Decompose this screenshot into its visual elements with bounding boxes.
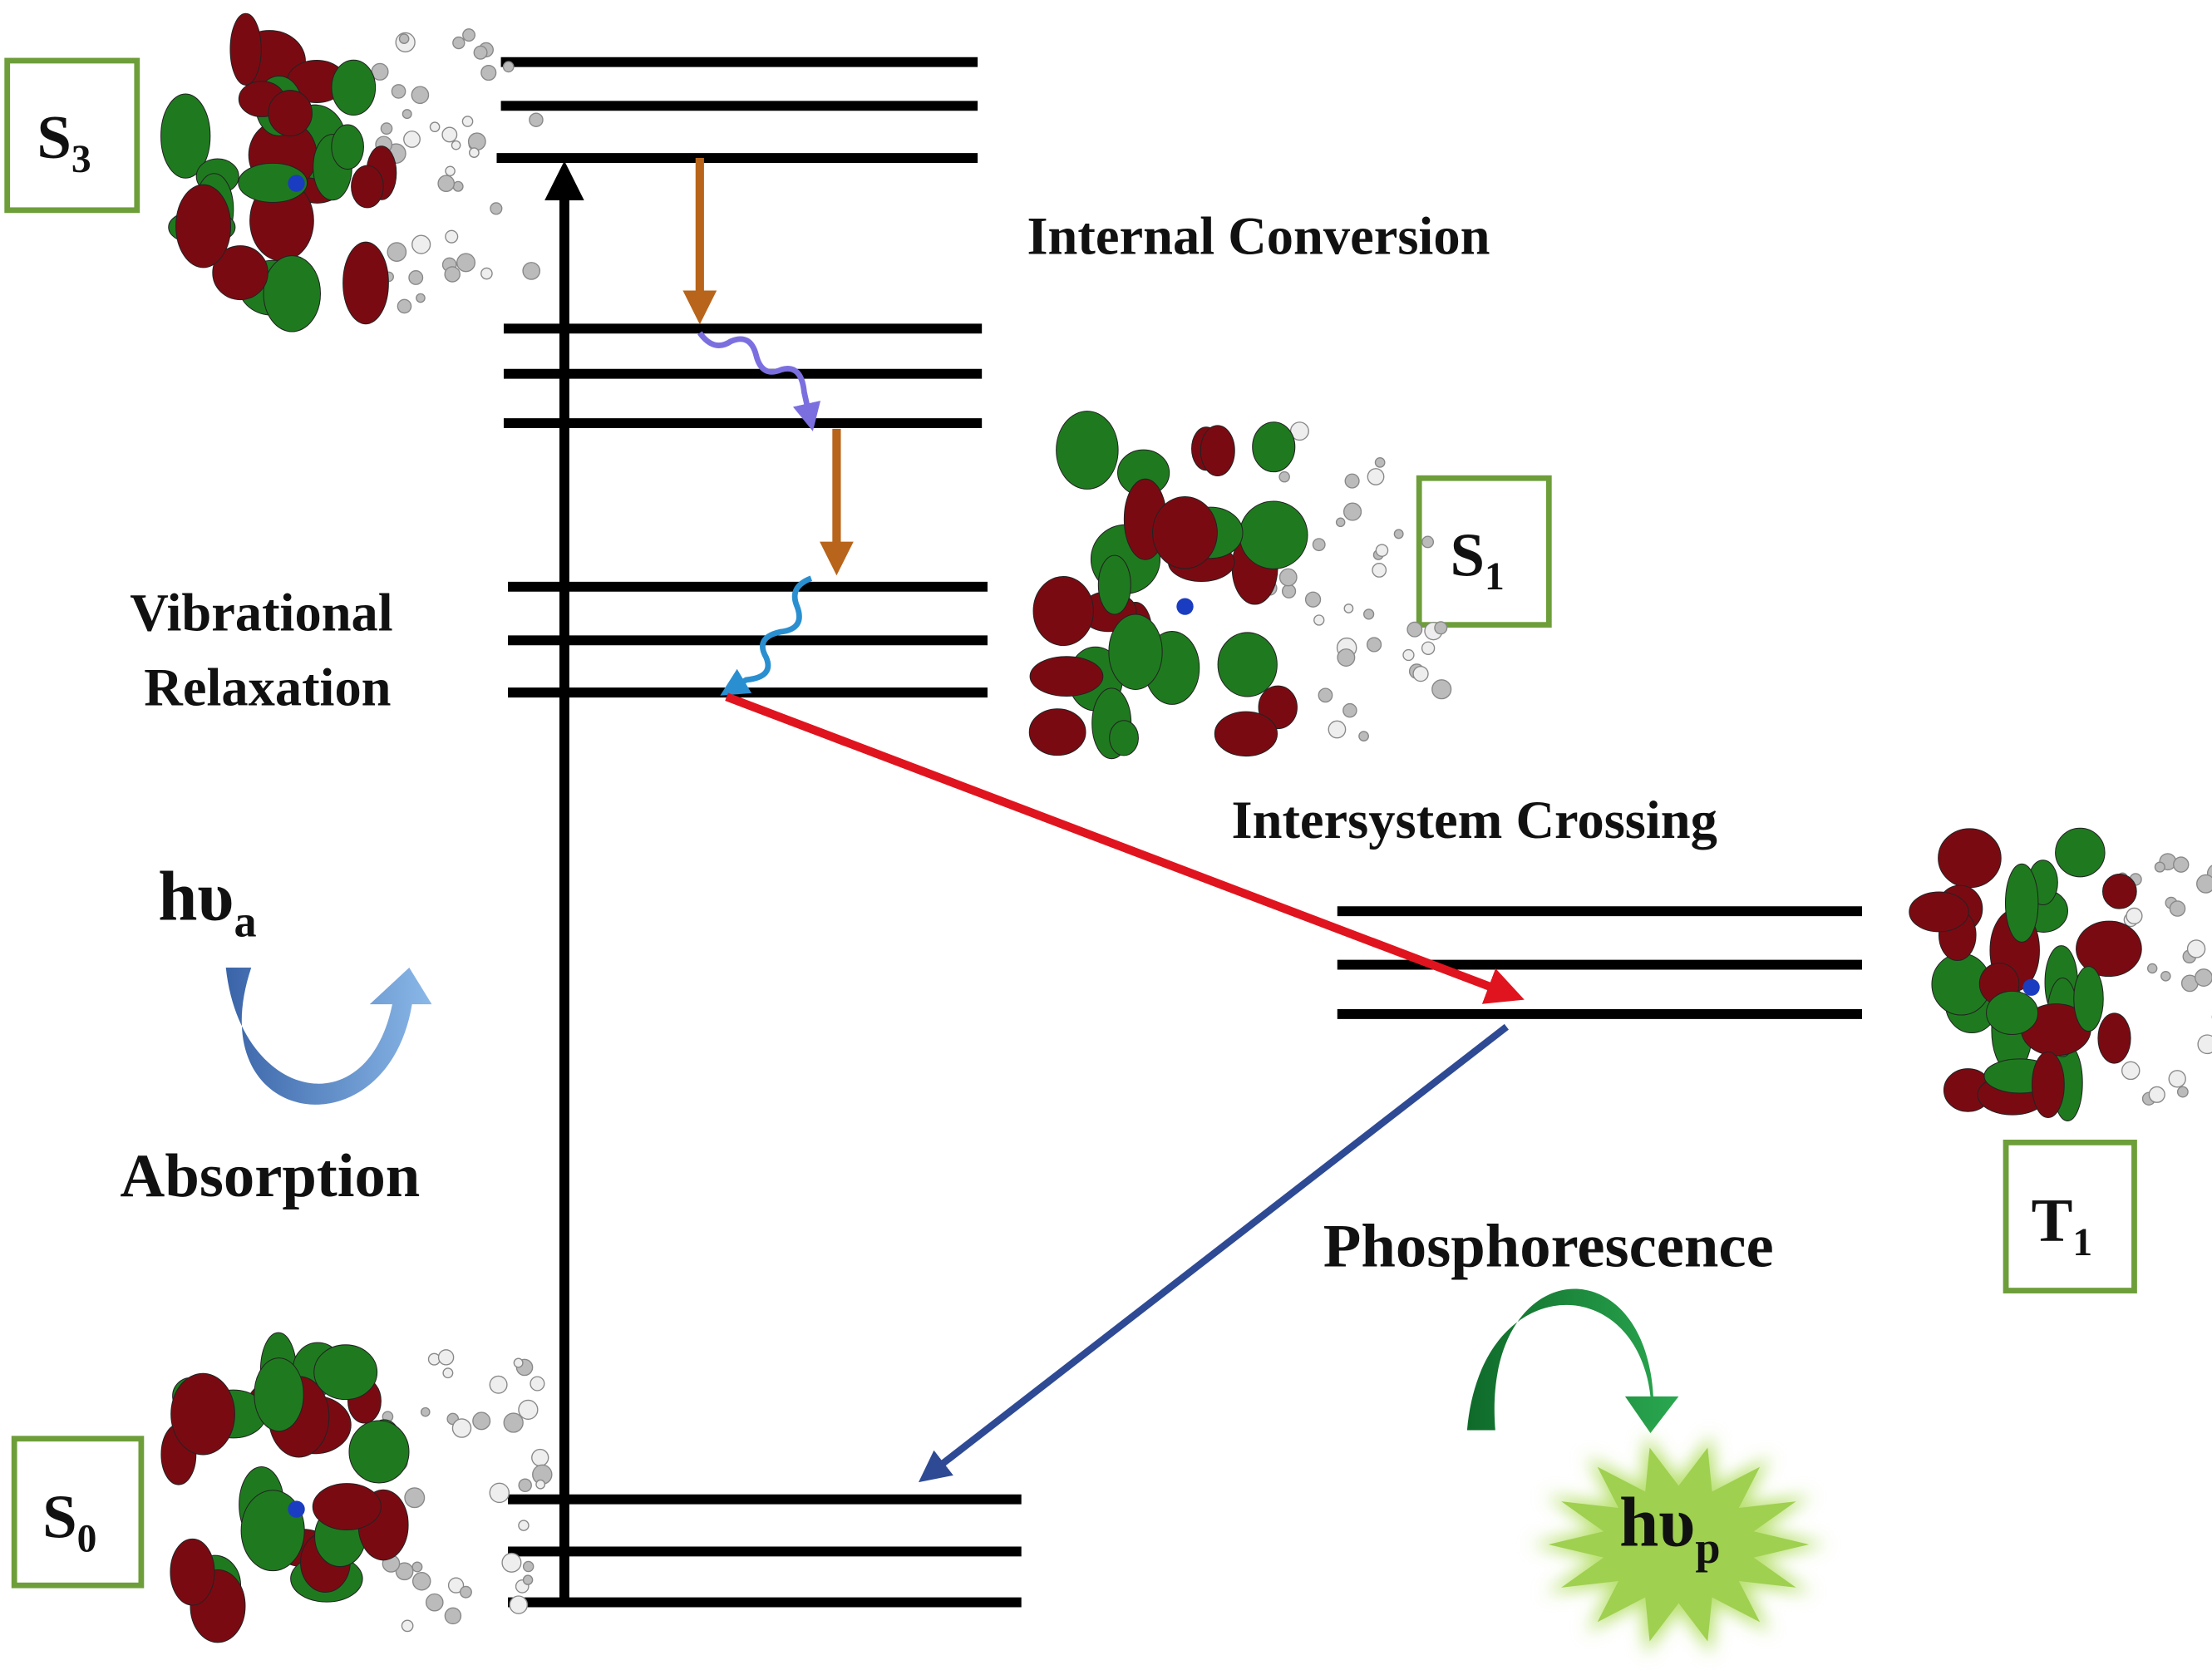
absorption-curved-arrow-icon — [225, 967, 432, 1105]
molecule-orbital-s3 — [160, 12, 544, 333]
phosphorescence-label: Phosphorescence — [1323, 1212, 1774, 1281]
photon-starburst-icon: hυp — [1530, 1434, 1827, 1655]
svg-text:S3: S3 — [37, 103, 91, 181]
s2-levels — [503, 323, 983, 428]
molecule-orbital-s0 — [160, 1332, 553, 1643]
intersystem-crossing-arrow — [725, 692, 1525, 1004]
molecule-orbital-s1 — [1028, 411, 1452, 760]
state-box-s0: S0 — [11, 1436, 145, 1589]
vibrational-relaxation-wave-2 — [720, 575, 813, 696]
s3-levels — [496, 57, 978, 163]
svg-text:T1: T1 — [2032, 1186, 2093, 1264]
molecule-orbital-t1 — [1909, 827, 2212, 1121]
intersystem-crossing-label: Intersystem Crossing — [1232, 791, 1717, 850]
hv-a-label: hυa — [158, 857, 256, 946]
svg-text:S1: S1 — [1451, 520, 1505, 599]
s1-levels — [508, 581, 988, 698]
vibrational-relaxation-wave-1 — [697, 331, 821, 431]
svg-text:S0: S0 — [42, 1483, 96, 1561]
phosphorescence-arrow — [919, 1023, 1509, 1483]
vibrational-label: Vibrational — [130, 583, 392, 642]
s0-levels — [508, 1494, 1022, 1608]
svg-text:hυp: hυp — [1619, 1484, 1720, 1573]
phosphorescence-curved-arrow-icon — [1466, 1288, 1679, 1433]
internal-conversion-label: Internal Conversion — [1027, 206, 1490, 265]
absorption-label: Absorption — [120, 1141, 420, 1210]
state-box-s1: S1 — [1416, 475, 1552, 628]
relaxation-label: Relaxation — [144, 658, 391, 717]
state-box-t1: T1 — [2003, 1140, 2137, 1293]
state-box-s3: S3 — [4, 57, 140, 214]
